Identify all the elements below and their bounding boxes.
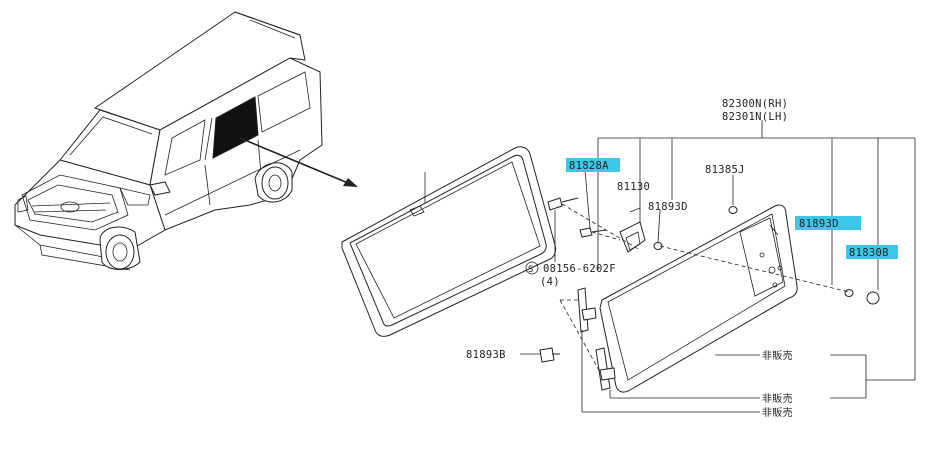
highlighted-window bbox=[212, 96, 259, 159]
label-81893b[interactable]: 81893B bbox=[466, 349, 506, 361]
label-not-for-sale-2: 非販売 bbox=[762, 392, 793, 405]
van-illustration bbox=[14, 11, 323, 271]
label-82300n-rh[interactable]: 82300N(RH) bbox=[722, 98, 788, 110]
highlight-81830b bbox=[846, 245, 898, 259]
highlight-81893d bbox=[795, 216, 861, 230]
label-81130[interactable]: 81130 bbox=[617, 181, 650, 193]
bolt-parts bbox=[547, 197, 607, 238]
label-not-for-sale-3: 非販売 bbox=[762, 406, 793, 419]
label-81385j[interactable]: 81385J bbox=[705, 164, 745, 176]
label-08156-qty: (4) bbox=[540, 276, 560, 288]
hinge-part bbox=[619, 207, 646, 253]
label-81893d-hinge[interactable]: 81893D bbox=[648, 201, 688, 213]
leader-lines bbox=[520, 120, 916, 413]
label-81893d[interactable]: 81893D bbox=[799, 218, 839, 230]
label-82301n-lh[interactable]: 82301N(LH) bbox=[722, 111, 788, 123]
label-81828a[interactable]: 81828A bbox=[569, 160, 609, 172]
rear-glass-assembly bbox=[599, 204, 798, 393]
clip-parts bbox=[577, 287, 616, 391]
label-08156-6202f[interactable]: 08156-6202F bbox=[543, 263, 616, 275]
highlight-81828a bbox=[566, 158, 620, 172]
label-08156-prefix: S bbox=[528, 265, 534, 275]
label-not-for-sale-1: 非販売 bbox=[762, 349, 793, 362]
label-81830b[interactable]: 81830B bbox=[849, 247, 889, 259]
glass-moulding bbox=[341, 146, 557, 337]
label-08156-group: S 08156-6202F (4) bbox=[525, 261, 616, 288]
direction-arrow bbox=[239, 137, 358, 187]
